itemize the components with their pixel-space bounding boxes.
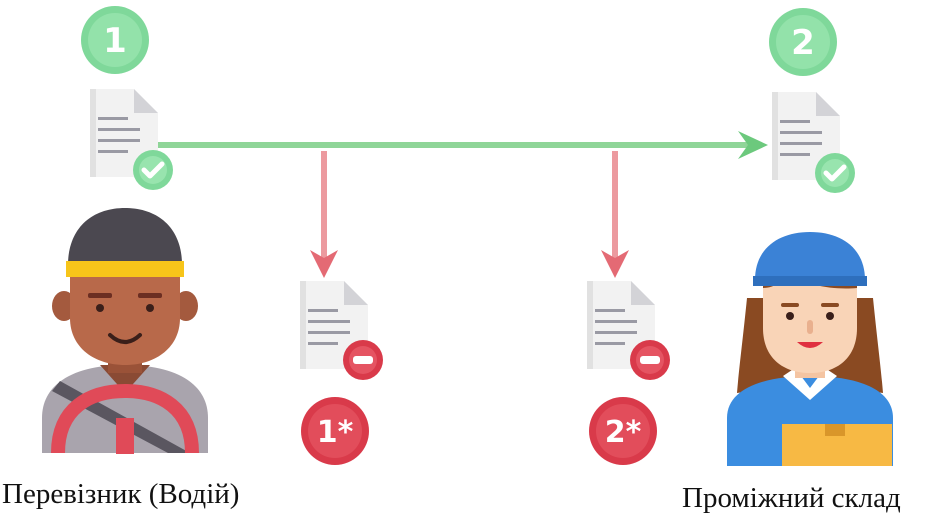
error-1-label: 1* bbox=[317, 415, 354, 450]
step-1-number: 1 bbox=[103, 21, 127, 61]
document-minus-icon-2 bbox=[587, 281, 670, 380]
document-check-icon-destination bbox=[772, 92, 855, 193]
step-1-badge: 1 bbox=[81, 6, 149, 74]
error-1-badge: 1* bbox=[301, 397, 369, 465]
warehouse-label: Проміжний склад bbox=[682, 482, 901, 514]
error-2-badge: 2* bbox=[589, 397, 657, 465]
document-minus-icon-1 bbox=[300, 281, 383, 380]
error-2-label: 2* bbox=[605, 415, 642, 450]
carrier-label: Перевізник (Водій) bbox=[2, 478, 240, 510]
step-2-badge: 2 bbox=[769, 8, 837, 76]
error-arrow-1 bbox=[310, 151, 338, 278]
success-arrow bbox=[158, 131, 768, 159]
step-2-number: 2 bbox=[791, 23, 815, 63]
driver-avatar-icon bbox=[42, 208, 208, 454]
error-arrow-2 bbox=[601, 151, 629, 278]
warehouse-worker-avatar-icon bbox=[727, 232, 893, 466]
document-check-icon bbox=[90, 89, 173, 190]
